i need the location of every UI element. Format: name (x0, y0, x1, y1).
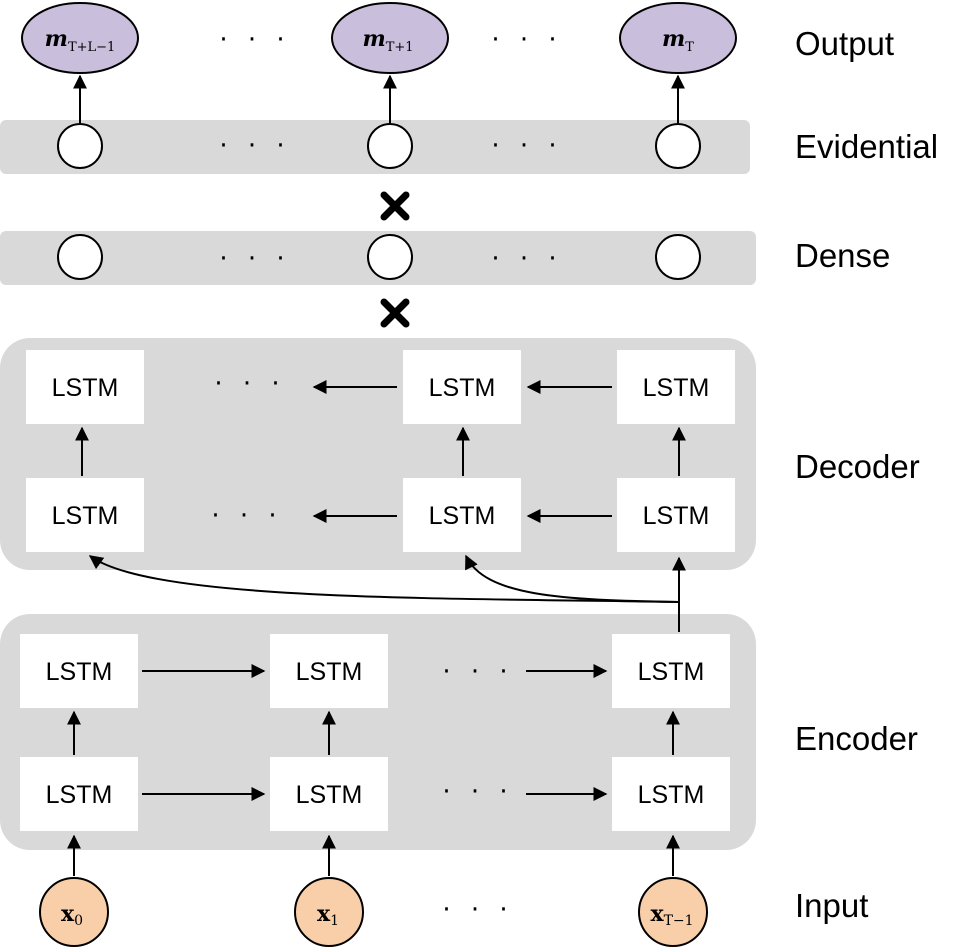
encoder-lstm-top-1 (20, 634, 138, 708)
dense-ellipsis-2: · · · (491, 244, 562, 274)
output-ellipsis-1: · · · (219, 25, 290, 55)
input-node-0 (39, 877, 109, 947)
input-label-1: x1 (317, 901, 339, 929)
context-curve-to-dec-1 (88, 555, 680, 603)
decoder-lstm-top-3-label: LSTM (643, 374, 710, 402)
output-node-t (619, 2, 737, 74)
decoder-lstm-bottom-3 (617, 478, 735, 552)
label-encoder: Encoder (795, 720, 918, 757)
decoder-lstm-bottom-3-label: LSTM (643, 502, 710, 530)
output-ellipsis-2: · · · (491, 25, 562, 55)
encoder-lstm-bottom-2-label: LSTM (296, 781, 363, 809)
dense-node-2 (367, 234, 413, 280)
encoder-lstm-bottom-1-label: LSTM (46, 781, 113, 809)
dense-node-3 (655, 234, 701, 280)
decoder-panel (0, 338, 756, 570)
output-node-t1 (331, 2, 449, 74)
multiply-icon-lower (380, 298, 410, 328)
decoder-lstm-top-2-label: LSTM (429, 374, 496, 402)
encoder-ellipsis-top: · · · (442, 657, 513, 687)
encoder-lstm-top-2-label: LSTM (296, 658, 363, 686)
label-evidential: Evidential (795, 128, 938, 165)
encoder-lstm-top-3 (612, 634, 730, 708)
evidential-node-2 (367, 123, 413, 169)
evidential-ellipsis-1: · · · (219, 131, 290, 161)
encoder-lstm-bottom-1 (20, 757, 138, 831)
label-output: Output (795, 25, 894, 62)
encoder-lstm-bottom-3 (612, 757, 730, 831)
decoder-lstm-top-1 (26, 350, 144, 424)
input-node-1 (294, 877, 364, 947)
input-label-t1: xT−1 (650, 901, 693, 929)
decoder-lstm-top-1-label: LSTM (52, 374, 119, 402)
encoder-lstm-top-3-label: LSTM (638, 658, 705, 686)
output-label-t: mT (662, 26, 694, 55)
evidential-ellipsis-2: · · · (491, 131, 562, 161)
encoder-lstm-top-1-label: LSTM (46, 658, 113, 686)
label-decoder: Decoder (795, 448, 920, 485)
decoder-ellipsis-bottom: · · · (211, 501, 282, 531)
output-label-t1: mT+1 (362, 26, 413, 55)
input-ellipsis: · · · (442, 895, 513, 925)
encoder-ellipsis-bottom: · · · (442, 777, 513, 807)
context-curve-to-dec-2 (465, 554, 680, 603)
dense-node-1 (57, 234, 103, 280)
dense-ellipsis-1: · · · (219, 244, 290, 274)
decoder-lstm-bottom-1-label: LSTM (52, 502, 119, 530)
label-dense: Dense (795, 237, 890, 274)
decoder-lstm-top-2 (403, 350, 521, 424)
evidential-node-1 (57, 123, 103, 169)
input-node-t1 (638, 877, 708, 947)
encoder-lstm-bottom-3-label: LSTM (638, 781, 705, 809)
output-label-tl1: mT+L−1 (45, 26, 116, 55)
decoder-lstm-top-3 (617, 350, 735, 424)
evidential-node-3 (655, 123, 701, 169)
encoder-lstm-top-2 (270, 634, 388, 708)
decoder-lstm-bottom-2 (403, 478, 521, 552)
encoder-lstm-bottom-2 (270, 757, 388, 831)
output-node-tl1 (21, 2, 139, 74)
decoder-lstm-bottom-1 (26, 478, 144, 552)
decoder-lstm-bottom-2-label: LSTM (429, 502, 496, 530)
label-input: Input (795, 887, 868, 924)
encoder-panel (0, 614, 756, 850)
input-label-0: x0 (61, 901, 83, 929)
multiply-icon-upper (380, 191, 410, 221)
decoder-ellipsis-top: · · · (214, 369, 285, 399)
